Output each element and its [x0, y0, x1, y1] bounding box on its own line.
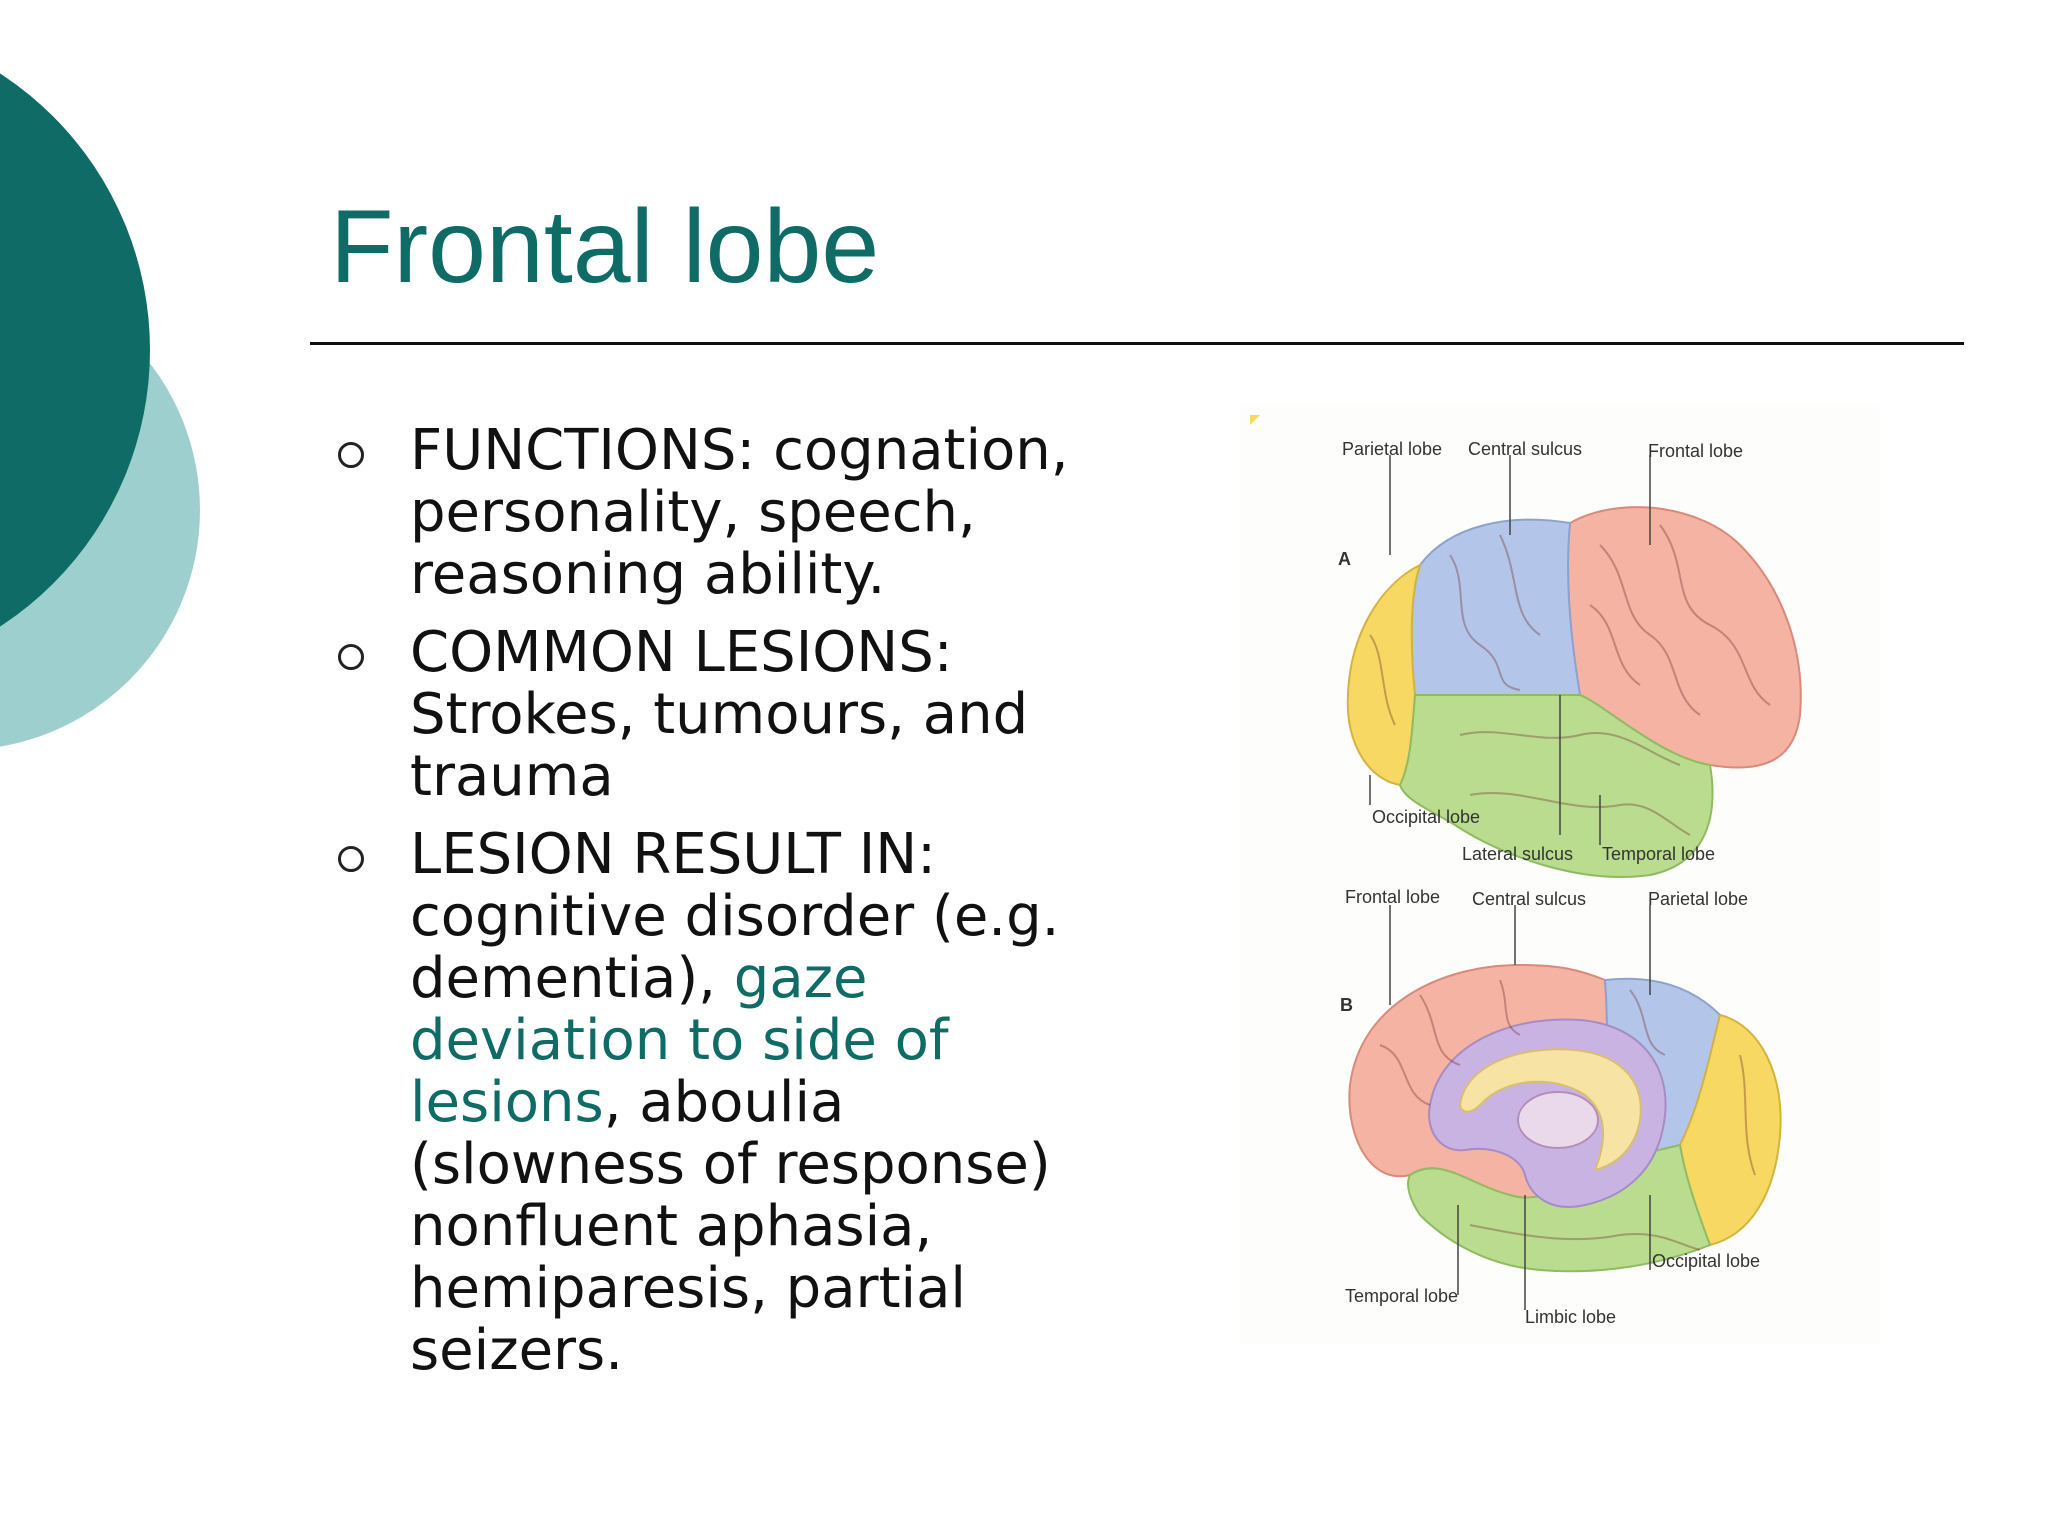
dark-teal-circle: [0, 73, 150, 627]
bullet-list: FUNCTIONS: cognation, personality, speec…: [330, 420, 1130, 1398]
hollow-circle-bullet-icon: [338, 644, 364, 670]
bullet-common-lesions: COMMON LESIONS: Strokes, tumours, and tr…: [330, 622, 1130, 808]
label-limbic-lobe-b: Limbic lobe: [1525, 1307, 1616, 1327]
label-central-sulcus-a: Central sulcus: [1468, 439, 1582, 459]
panel-a-lateral-view: A Parietal lobe Central sulcus Frontal l…: [1338, 439, 1802, 878]
title-divider: [310, 342, 1964, 345]
occipital-lobe-b: [1678, 1013, 1782, 1247]
bullet-lesion-result-text: LESION RESULT IN: cognitive disorder (e.…: [410, 822, 1059, 1383]
label-parietal-lobe-b: Parietal lobe: [1648, 889, 1748, 909]
corner-mark: [1250, 415, 1260, 425]
panel-b-medial-view: B Frontal lobe Central sulcus Parietal l…: [1340, 887, 1782, 1327]
bullet-functions-text: FUNCTIONS: cognation, personality, speec…: [410, 418, 1069, 607]
temporal-lobe-a: [1398, 694, 1714, 878]
brain-lobes-figure: A Parietal lobe Central sulcus Frontal l…: [1240, 405, 1880, 1345]
label-temporal-lobe-a: Temporal lobe: [1602, 844, 1715, 864]
decorative-circles: [0, 73, 200, 747]
occipital-lobe-a: [1346, 563, 1422, 787]
gyri-lines-b: [1379, 979, 1756, 1251]
hollow-circle-bullet-icon: [338, 846, 364, 872]
label-occipital-lobe-b: Occipital lobe: [1652, 1251, 1760, 1271]
panel-a-letter: A: [1338, 549, 1351, 569]
label-occipital-lobe-a: Occipital lobe: [1372, 807, 1480, 827]
panel-b-letter: B: [1340, 995, 1353, 1015]
label-frontal-lobe-b: Frontal lobe: [1345, 887, 1440, 907]
label-lateral-sulcus-a: Lateral sulcus: [1462, 844, 1573, 864]
hollow-circle-bullet-icon: [338, 442, 364, 468]
label-central-sulcus-b: Central sulcus: [1472, 889, 1586, 909]
bullet-lesion-result: LESION RESULT IN: cognitive disorder (e.…: [330, 824, 1130, 1382]
corpus-callosum-b: [1458, 1048, 1642, 1172]
lesion-result-text-start: LESION RESULT IN: cognitive disorder (e.…: [410, 822, 1060, 1011]
bullet-common-lesions-text: COMMON LESIONS: Strokes, tumours, and tr…: [410, 620, 1029, 809]
label-temporal-lobe-b: Temporal lobe: [1345, 1286, 1458, 1306]
label-frontal-lobe-a: Frontal lobe: [1648, 441, 1743, 461]
gyri-lines-a: [1369, 524, 1771, 836]
bullet-functions: FUNCTIONS: cognation, personality, speec…: [330, 420, 1130, 606]
label-parietal-lobe-a: Parietal lobe: [1342, 439, 1442, 459]
slide-title: Frontal lobe: [330, 189, 880, 305]
lesion-result-text-end: , aboulia (slowness of response) nonflue…: [410, 1070, 1051, 1383]
thalamus-b: [1517, 1091, 1599, 1149]
gaze-deviation-highlight: gaze deviation to side of lesions: [410, 946, 949, 1135]
